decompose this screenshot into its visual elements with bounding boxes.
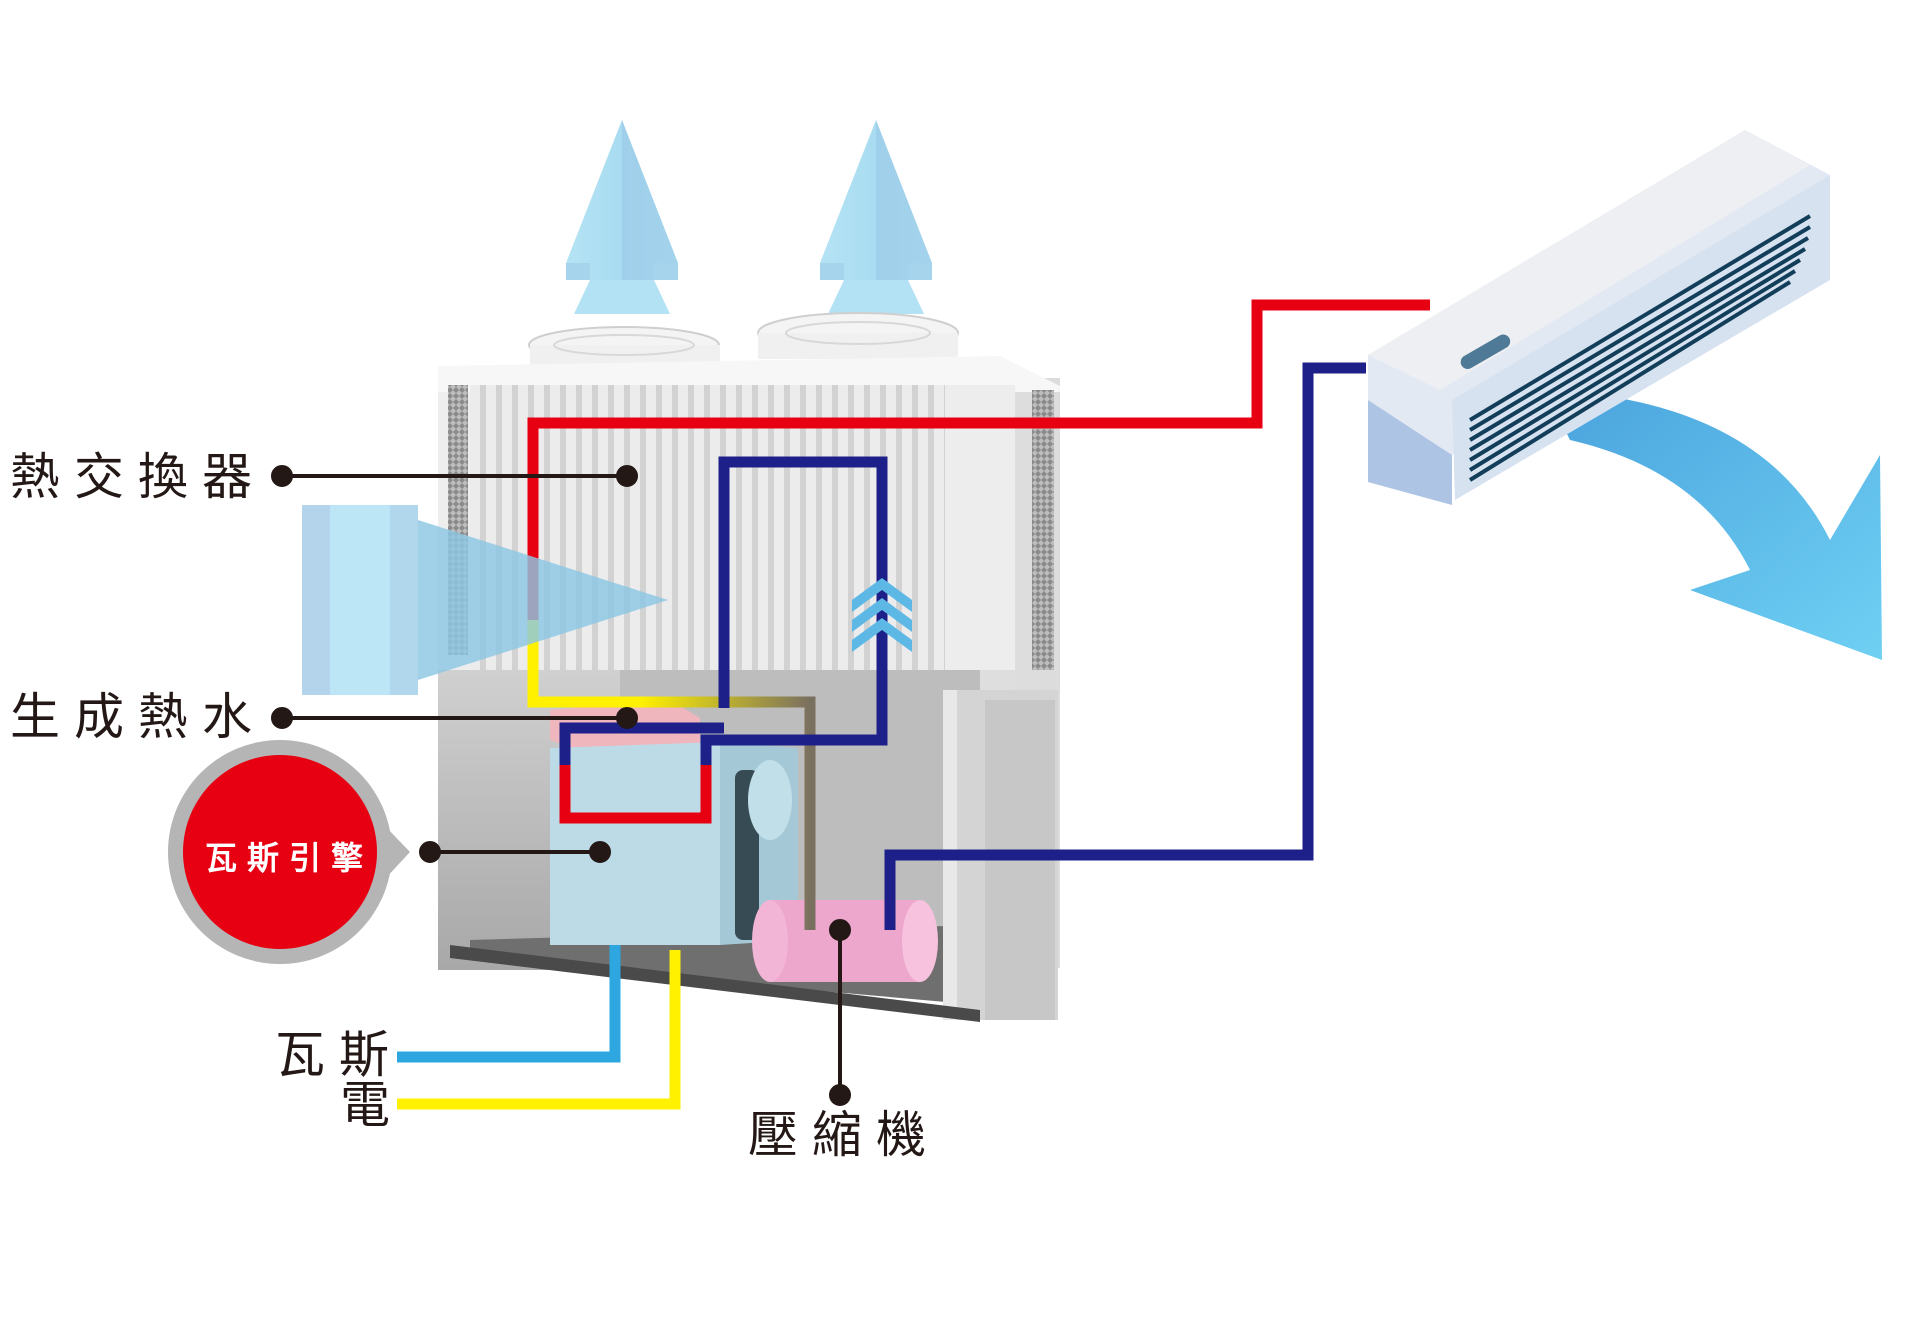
label-gas-engine: 瓦斯引擎	[205, 839, 374, 877]
exhaust-arrow-right-icon	[820, 120, 932, 314]
label-compressor: 壓縮機	[748, 1106, 940, 1164]
cool-air-arrow-icon	[1545, 390, 1882, 660]
gas-engine-bubble	[168, 740, 410, 964]
intake-air-arrow-icon	[302, 505, 668, 695]
compressor-cylinder	[752, 900, 938, 982]
indoor-ac-unit	[1368, 130, 1882, 660]
flow-chevrons-icon	[852, 578, 912, 652]
refrigerant-pipes	[397, 299, 1430, 1110]
engine-coolant-loop	[559, 765, 712, 824]
hot-water-pipe	[527, 620, 640, 708]
leader-lines	[271, 465, 851, 1106]
label-gas: 瓦斯	[275, 1026, 403, 1084]
electric-line	[397, 950, 681, 1110]
label-heat-exchanger: 熱交換器	[10, 448, 266, 506]
fan-left	[528, 326, 720, 367]
exhaust-arrow-left-icon	[566, 120, 678, 314]
cold-pipe-to-ac	[884, 362, 1366, 930]
label-electricity: 電	[340, 1076, 404, 1134]
hot-pipe-top	[527, 299, 1430, 620]
label-hot-water: 生成熱水	[10, 688, 266, 746]
gas-line	[397, 945, 621, 1063]
fan-right	[757, 312, 959, 359]
gas-engine-block	[550, 742, 798, 945]
